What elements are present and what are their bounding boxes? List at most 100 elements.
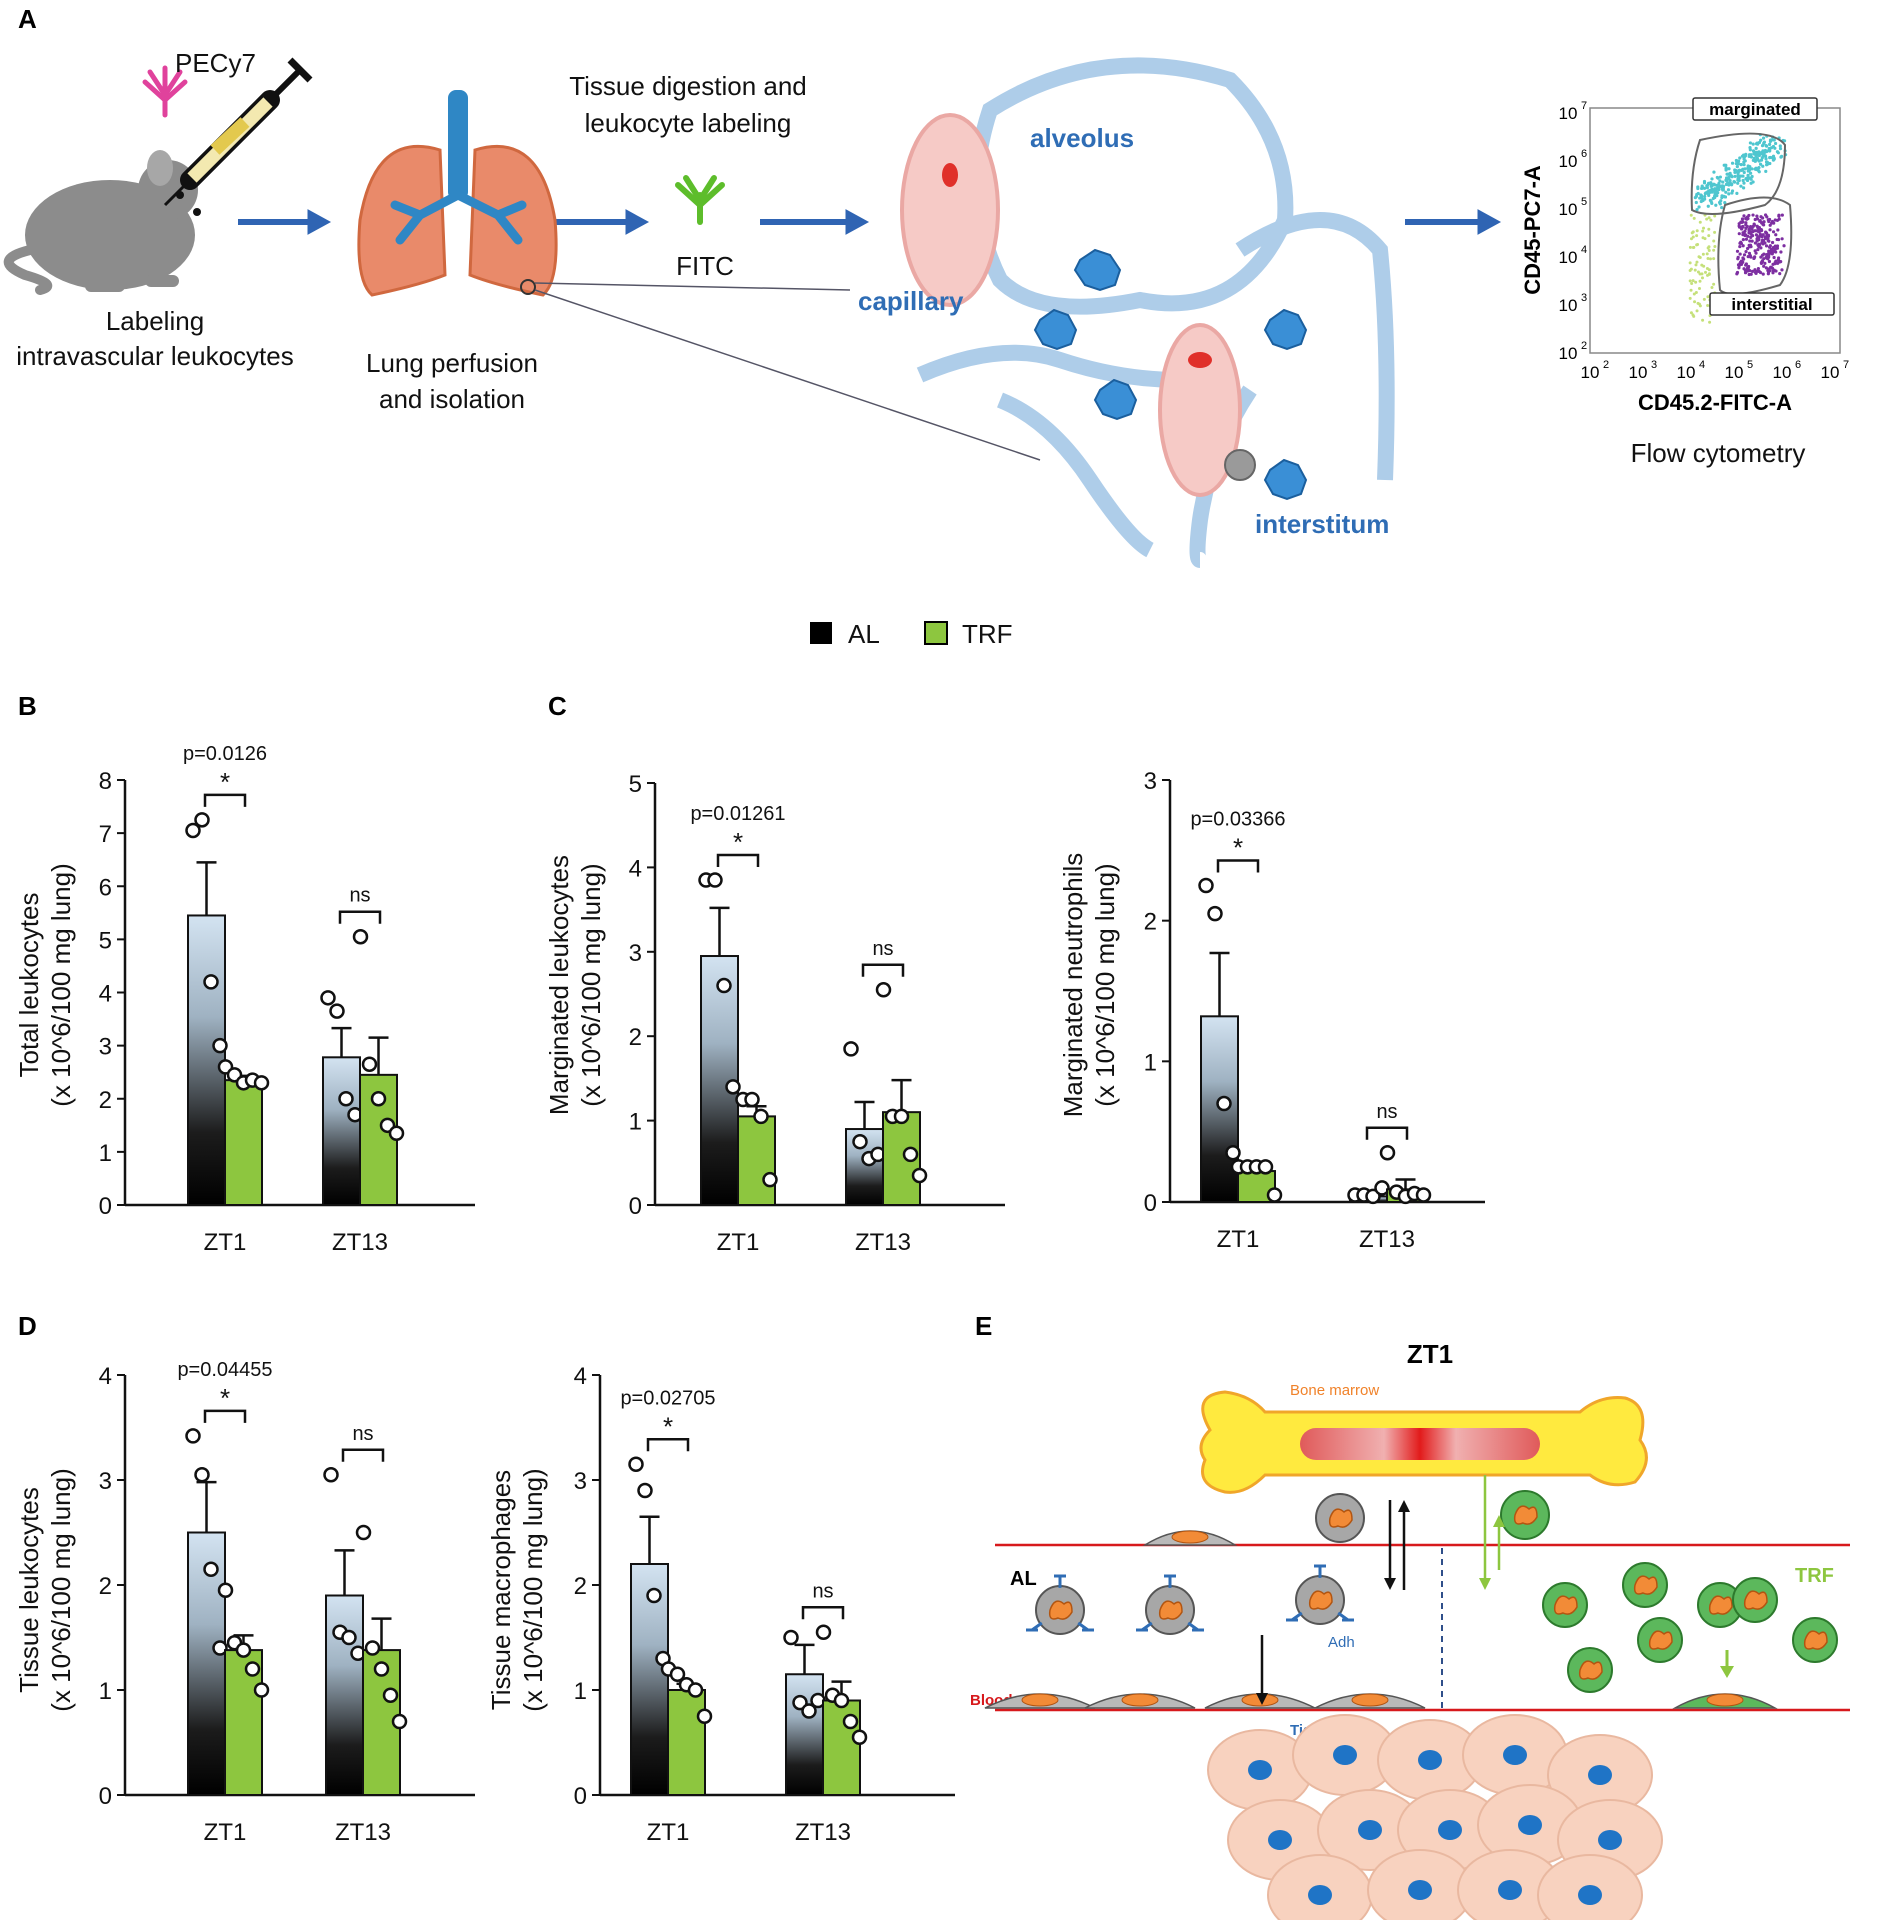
flow-event-interstitial — [1771, 262, 1775, 266]
flow-event-marginated — [1751, 180, 1755, 184]
significance-star: * — [220, 767, 230, 797]
flow-event-interstitial — [1748, 226, 1752, 230]
flow-ylabel: CD45-PC7-A — [1520, 165, 1545, 295]
flow-event-marginated — [1754, 146, 1758, 150]
flow-event-interstitial — [1763, 261, 1767, 265]
legend-al-label: AL — [848, 619, 880, 649]
flow-event-other — [1702, 226, 1706, 230]
flow-event-interstitial — [1768, 223, 1772, 227]
flow-event-marginated — [1728, 179, 1732, 183]
data-point — [753, 1108, 769, 1125]
bar-trf — [667, 1689, 706, 1796]
data-point — [852, 1133, 868, 1150]
flow-event-marginated — [1695, 207, 1699, 212]
flow-event-interstitial — [1768, 228, 1772, 232]
flow-y-tick-base: 10 — [1559, 296, 1578, 315]
flow-event-marginated — [1711, 189, 1715, 193]
flow-event-marginated — [1773, 146, 1777, 150]
y-tick-label: 6 — [99, 874, 112, 901]
y-tick-label: 4 — [574, 1363, 587, 1390]
y-tick-label: 1 — [1144, 1049, 1157, 1076]
data-point — [911, 1167, 928, 1184]
flow-event-interstitial — [1746, 254, 1750, 259]
flow-event-other — [1694, 280, 1698, 284]
flow-event-interstitial — [1740, 217, 1745, 221]
data-point — [1374, 1180, 1390, 1196]
significance-ns: ns — [352, 1423, 373, 1445]
tissue-cells — [1207, 1714, 1663, 1925]
flow-event-other — [1695, 260, 1699, 264]
significance-bracket — [716, 853, 760, 868]
migration-arrows — [1256, 1475, 1734, 1705]
bar-al — [325, 1594, 364, 1796]
flow-event-marginated — [1763, 148, 1767, 153]
cell-nucleus — [1048, 1600, 1073, 1620]
flow-event-marginated — [1748, 141, 1753, 145]
flow-event-marginated — [1703, 194, 1707, 199]
flow-event-interstitial — [1745, 215, 1750, 219]
fitc-antibody-icon — [675, 175, 725, 225]
flow-event-marginated — [1740, 168, 1745, 172]
flow-y-tick-base: 10 — [1559, 248, 1578, 267]
significance-bracket — [203, 793, 247, 807]
flow-x-tick-base: 10 — [1821, 363, 1840, 382]
flow-event-marginated — [1738, 156, 1742, 160]
flow-event-other — [1706, 246, 1710, 250]
flow-event-interstitial — [1766, 236, 1770, 240]
significance-star: * — [733, 827, 743, 857]
tissue-cell-nucleus — [1578, 1885, 1602, 1905]
data-point — [1198, 877, 1214, 894]
bar-al — [785, 1673, 824, 1796]
flow-event-interstitial — [1740, 225, 1745, 229]
cell-nucleus — [1648, 1630, 1673, 1650]
flow-event-marginated — [1753, 159, 1757, 163]
flow-event-interstitial — [1766, 218, 1770, 222]
flow-event-marginated — [1737, 159, 1741, 163]
data-point — [212, 1037, 228, 1054]
bar-trf — [822, 1699, 861, 1796]
flow-event-interstitial — [1746, 246, 1750, 251]
flow-event-interstitial — [1755, 224, 1759, 228]
data-point — [716, 977, 732, 994]
flow-event-interstitial — [1748, 239, 1752, 243]
flow-event-interstitial — [1746, 265, 1751, 269]
flow-event-interstitial — [1762, 264, 1766, 268]
flow-event-interstitial — [1760, 228, 1764, 233]
significance-bracket — [646, 1438, 690, 1452]
flow-event-marginated — [1700, 186, 1704, 191]
flow-event-interstitial — [1749, 255, 1753, 259]
flow-event-interstitial — [1767, 251, 1771, 256]
flow-event-other — [1708, 320, 1712, 324]
data-point — [388, 1125, 405, 1142]
y-tick-label: 2 — [99, 1573, 112, 1600]
flow-x-tick-exp: 7 — [1843, 359, 1849, 371]
flow-event-interstitial — [1738, 244, 1742, 249]
flow-event-interstitial — [1737, 225, 1742, 229]
flow-event-marginated — [1744, 152, 1748, 157]
tissue-cell-nucleus — [1333, 1745, 1357, 1765]
leukocyte-cells — [984, 1490, 1838, 1709]
flow-event-marginated — [1742, 163, 1746, 167]
flow-event-marginated — [1706, 190, 1710, 194]
flow-y-tick-exp: 7 — [1581, 100, 1587, 112]
flow-event-marginated — [1698, 196, 1702, 200]
flow-cytometry-plot — [1589, 97, 1841, 354]
cell-nucleus — [1513, 1505, 1538, 1525]
flow-event-interstitial — [1770, 250, 1775, 254]
p-value-label: p=0.03366 — [1190, 809, 1285, 831]
flow-event-other — [1710, 286, 1714, 290]
step3-label-line2: leukocyte labeling — [585, 108, 792, 138]
cell-nucleus — [1158, 1600, 1183, 1620]
flow-event-interstitial — [1749, 235, 1753, 239]
data-point — [329, 1003, 345, 1019]
flow-event-marginated — [1707, 193, 1711, 198]
data-point — [391, 1713, 408, 1730]
flow-event-marginated — [1761, 164, 1765, 168]
gate-interstitial-label: interstitial — [1731, 295, 1812, 314]
flow-event-marginated — [1734, 169, 1738, 174]
flow-event-interstitial — [1766, 256, 1770, 260]
flow-event-interstitial — [1777, 213, 1781, 217]
x-tick-label: ZT13 — [332, 1229, 388, 1256]
